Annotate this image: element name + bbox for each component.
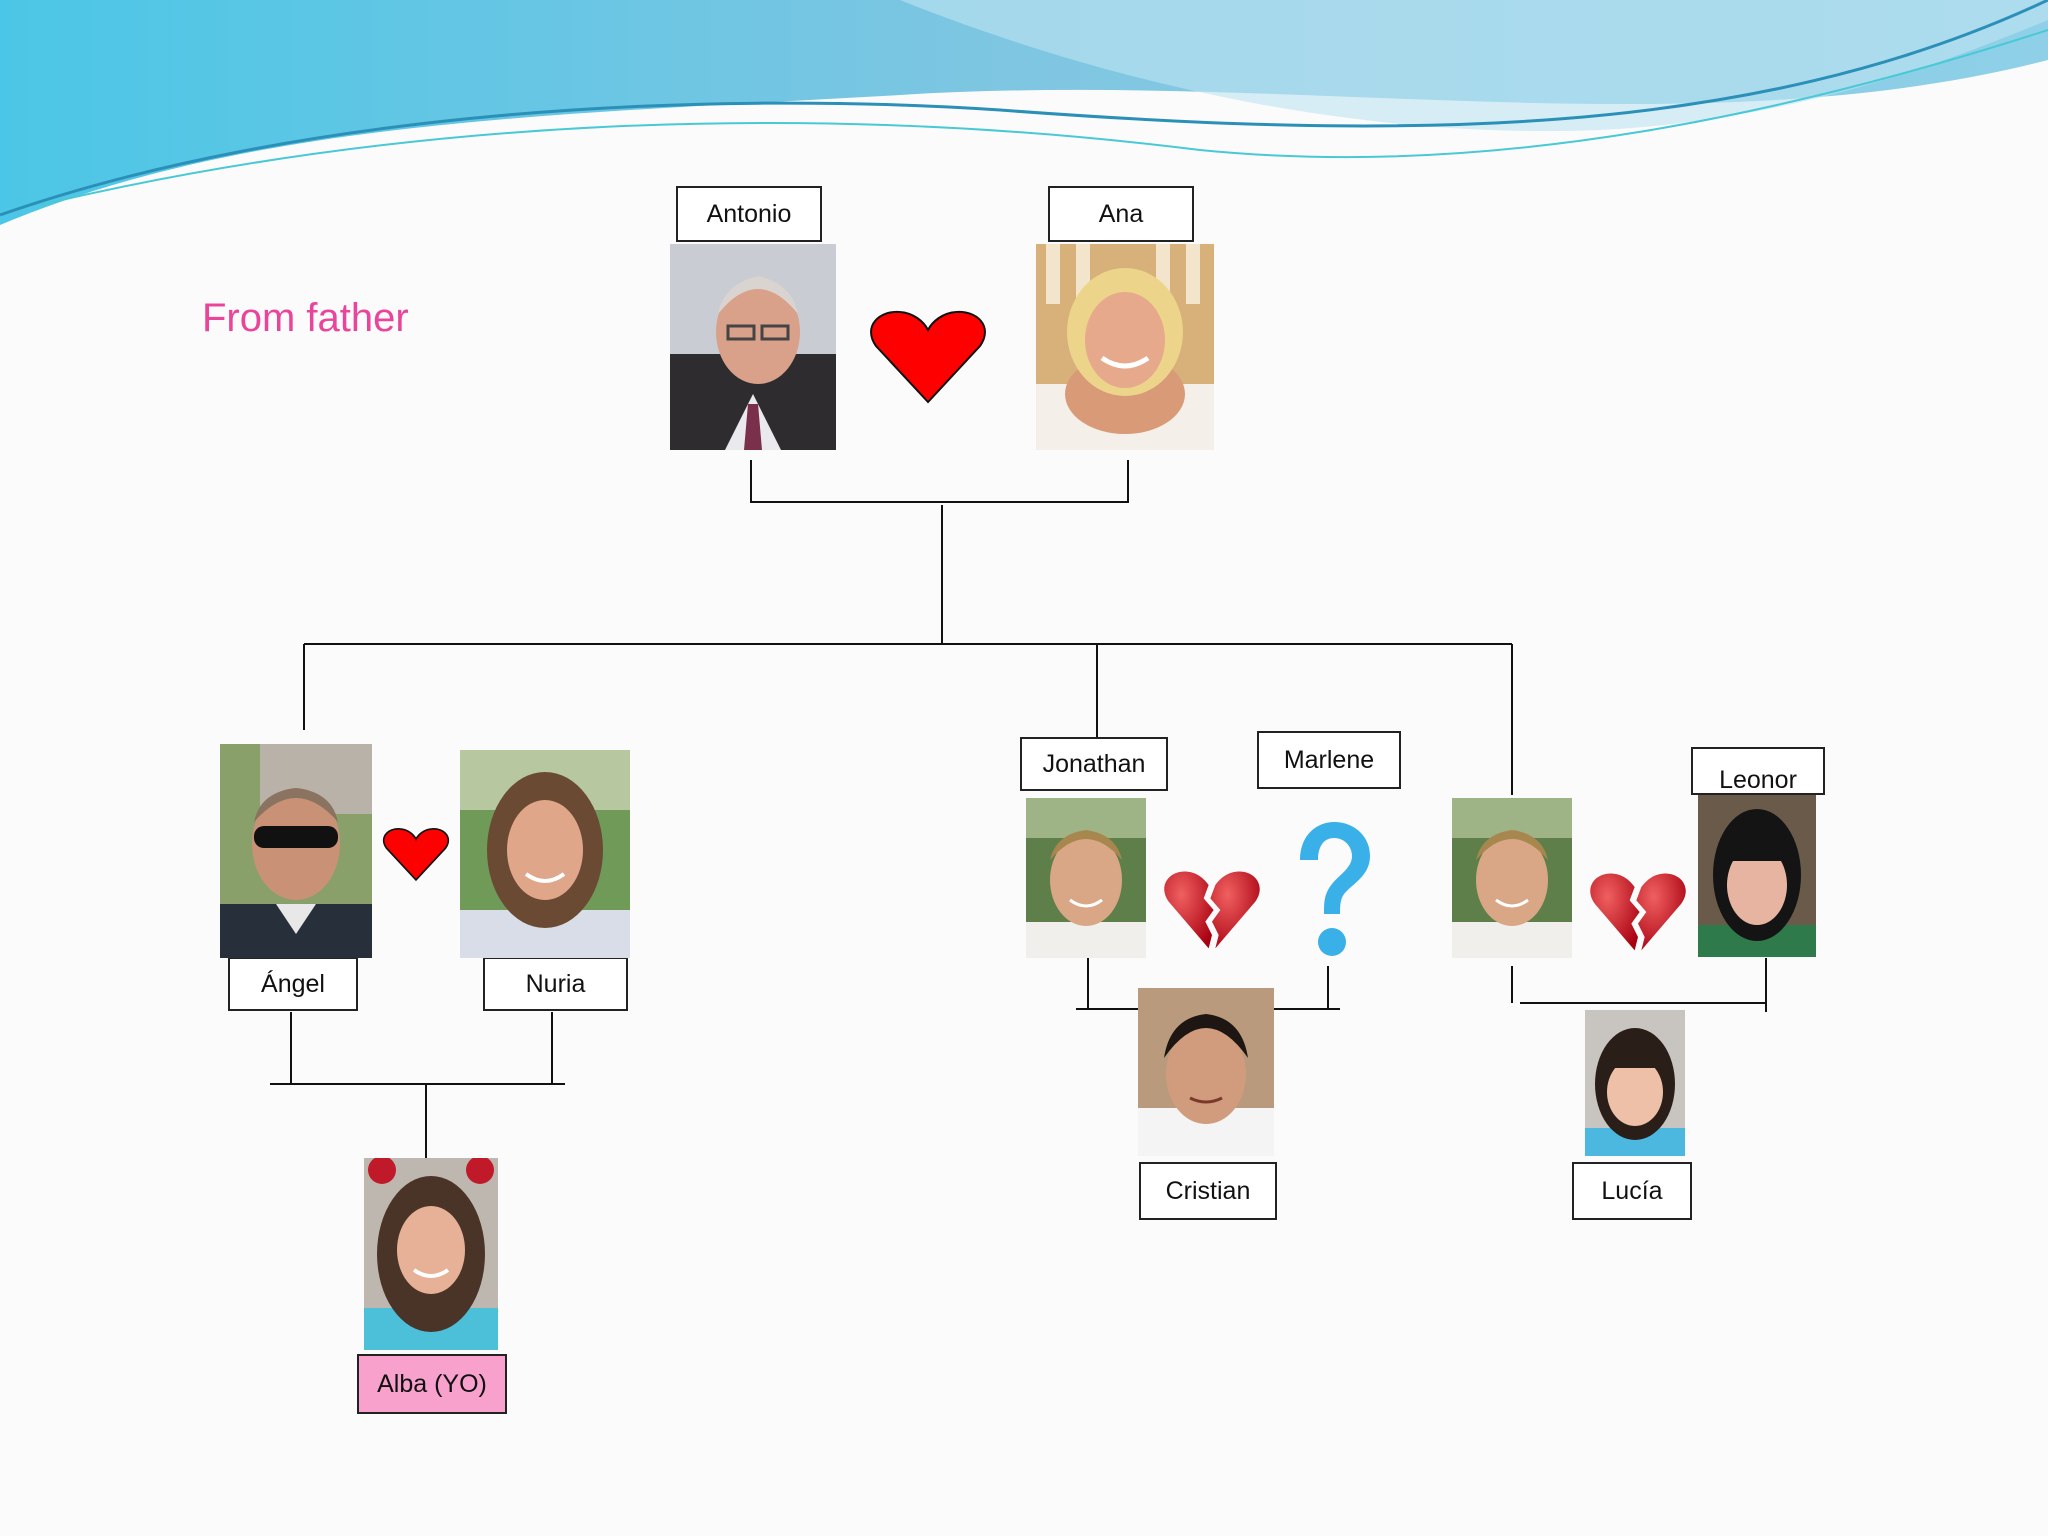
photo-jonathan-second bbox=[1452, 798, 1572, 958]
slide-subtitle: From father bbox=[202, 296, 409, 340]
name-box-leonor: Leonor bbox=[1691, 747, 1825, 795]
name-box-angel: Ángel bbox=[228, 957, 358, 1011]
photo-lucia bbox=[1585, 1010, 1685, 1156]
photo-ana bbox=[1036, 244, 1214, 450]
photo-leonor bbox=[1698, 795, 1816, 957]
question-mark-icon bbox=[1300, 822, 1370, 956]
name-box-marlene: Marlene bbox=[1257, 731, 1401, 789]
broken-heart-icon bbox=[1590, 873, 1686, 951]
photo-angel bbox=[220, 744, 372, 958]
name-box-nuria: Nuria bbox=[483, 957, 628, 1011]
photo-alba bbox=[364, 1158, 498, 1350]
heart-icon bbox=[870, 310, 986, 404]
photo-nuria bbox=[460, 750, 630, 958]
broken-heart-icon bbox=[1164, 871, 1260, 949]
photo-antonio bbox=[670, 244, 836, 450]
heart-icon bbox=[382, 828, 450, 882]
photo-jonathan bbox=[1026, 798, 1146, 958]
name-box-ana: Ana bbox=[1048, 186, 1194, 242]
name-box-antonio: Antonio bbox=[676, 186, 822, 242]
name-box-cristian: Cristian bbox=[1139, 1162, 1277, 1220]
name-box-alba-self: Alba (YO) bbox=[357, 1354, 507, 1414]
wave-header bbox=[0, 0, 2048, 225]
photo-cristian bbox=[1138, 988, 1274, 1156]
name-box-lucia: Lucía bbox=[1572, 1162, 1692, 1220]
name-box-jonathan: Jonathan bbox=[1020, 737, 1168, 791]
